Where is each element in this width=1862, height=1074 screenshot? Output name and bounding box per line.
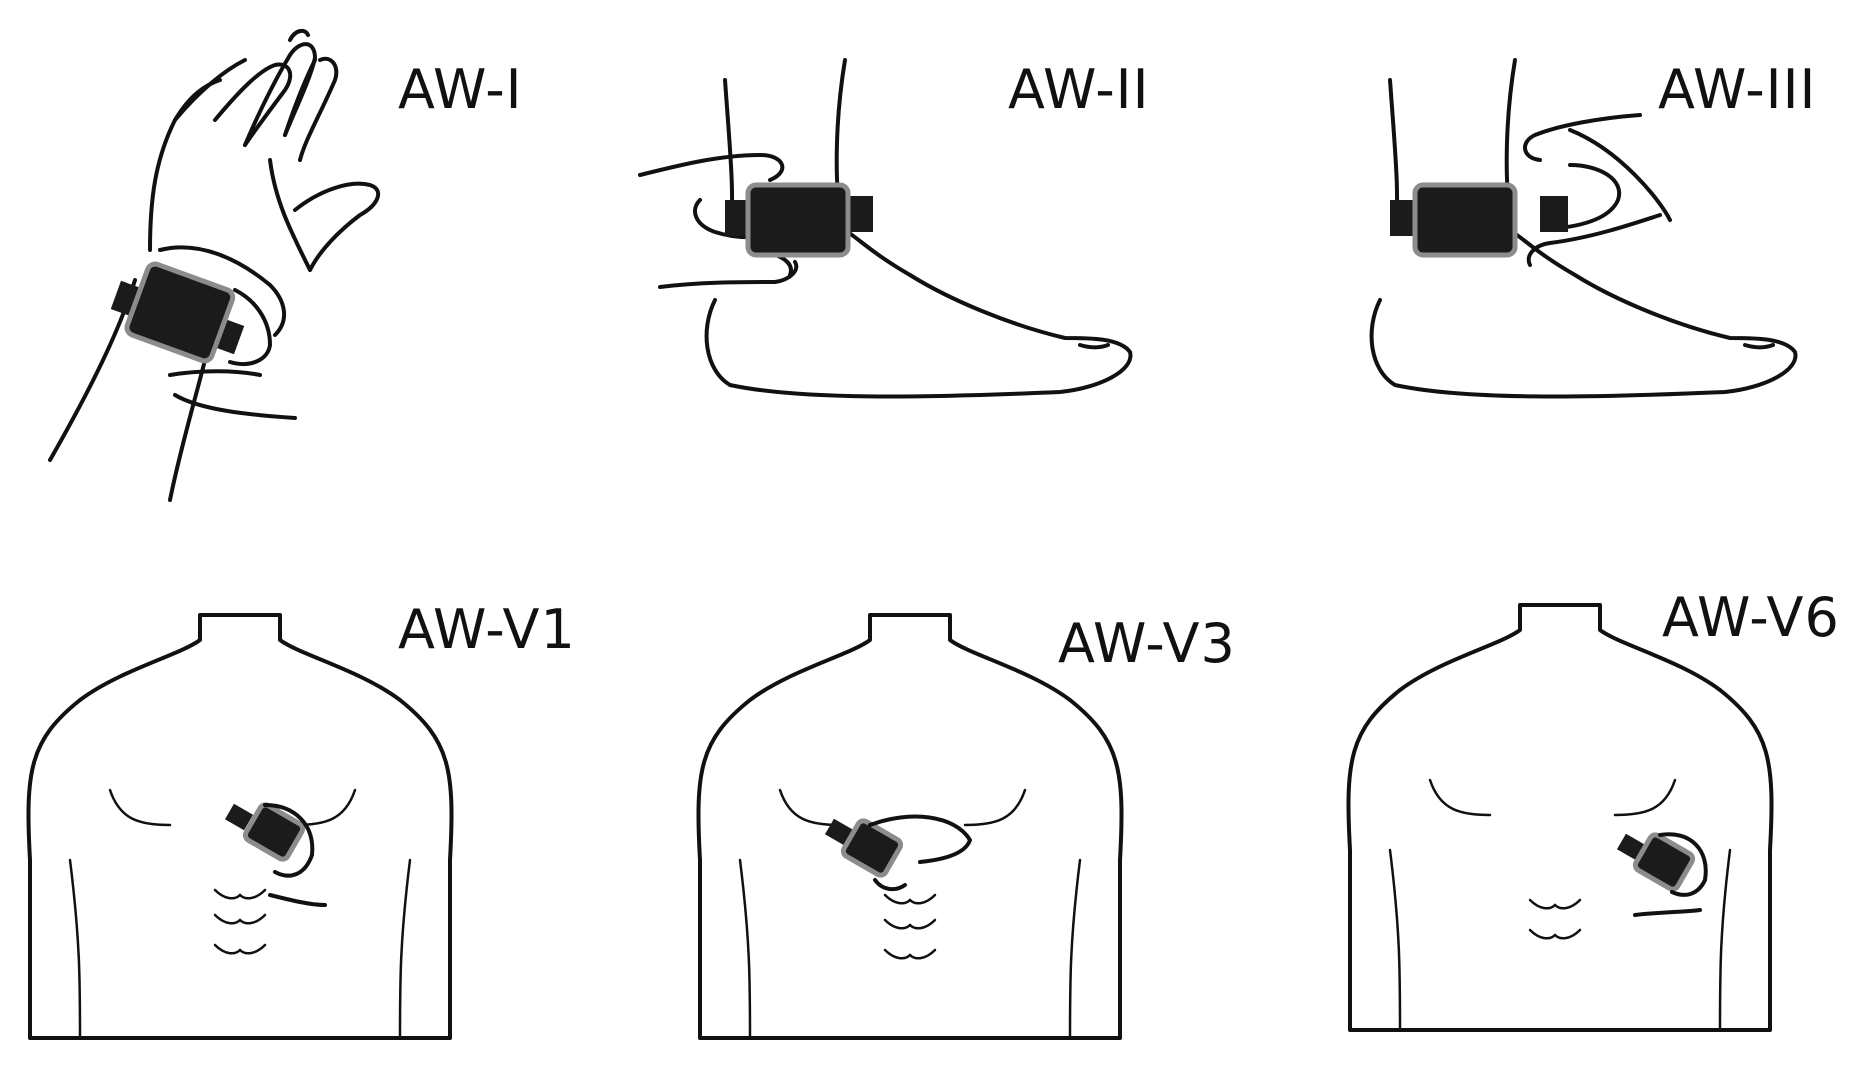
panel-aw-v3: AW-V3 xyxy=(620,560,1240,1074)
device-icon xyxy=(242,802,306,862)
panel-aw-v1: AW-V1 xyxy=(0,560,620,1074)
panel-label: AW-V1 xyxy=(398,598,576,661)
torso-illustration xyxy=(1346,603,1774,1032)
panel-label: AW-II xyxy=(1008,58,1150,121)
device-icon xyxy=(1632,832,1696,892)
device-icon xyxy=(124,261,236,364)
panel-aw-iii: AW-III xyxy=(1240,0,1862,520)
panel-aw-ii: AW-II xyxy=(620,0,1240,520)
panel-label: AW-V6 xyxy=(1662,586,1840,649)
panel-aw-v6: AW-V6 xyxy=(1240,560,1862,1074)
wrist-illustration xyxy=(48,28,381,502)
panel-aw-i: AW-I xyxy=(0,0,620,520)
ankle-illustration xyxy=(638,58,1133,399)
device-icon xyxy=(745,182,851,258)
panel-label: AW-I xyxy=(398,58,523,121)
device-icon xyxy=(840,818,904,878)
ankle-illustration xyxy=(1369,58,1798,399)
panel-label: AW-III xyxy=(1658,58,1817,121)
panel-label: AW-V3 xyxy=(1058,612,1236,675)
torso-illustration xyxy=(26,613,454,1040)
device-icon xyxy=(1412,182,1518,258)
torso-illustration xyxy=(696,613,1124,1040)
